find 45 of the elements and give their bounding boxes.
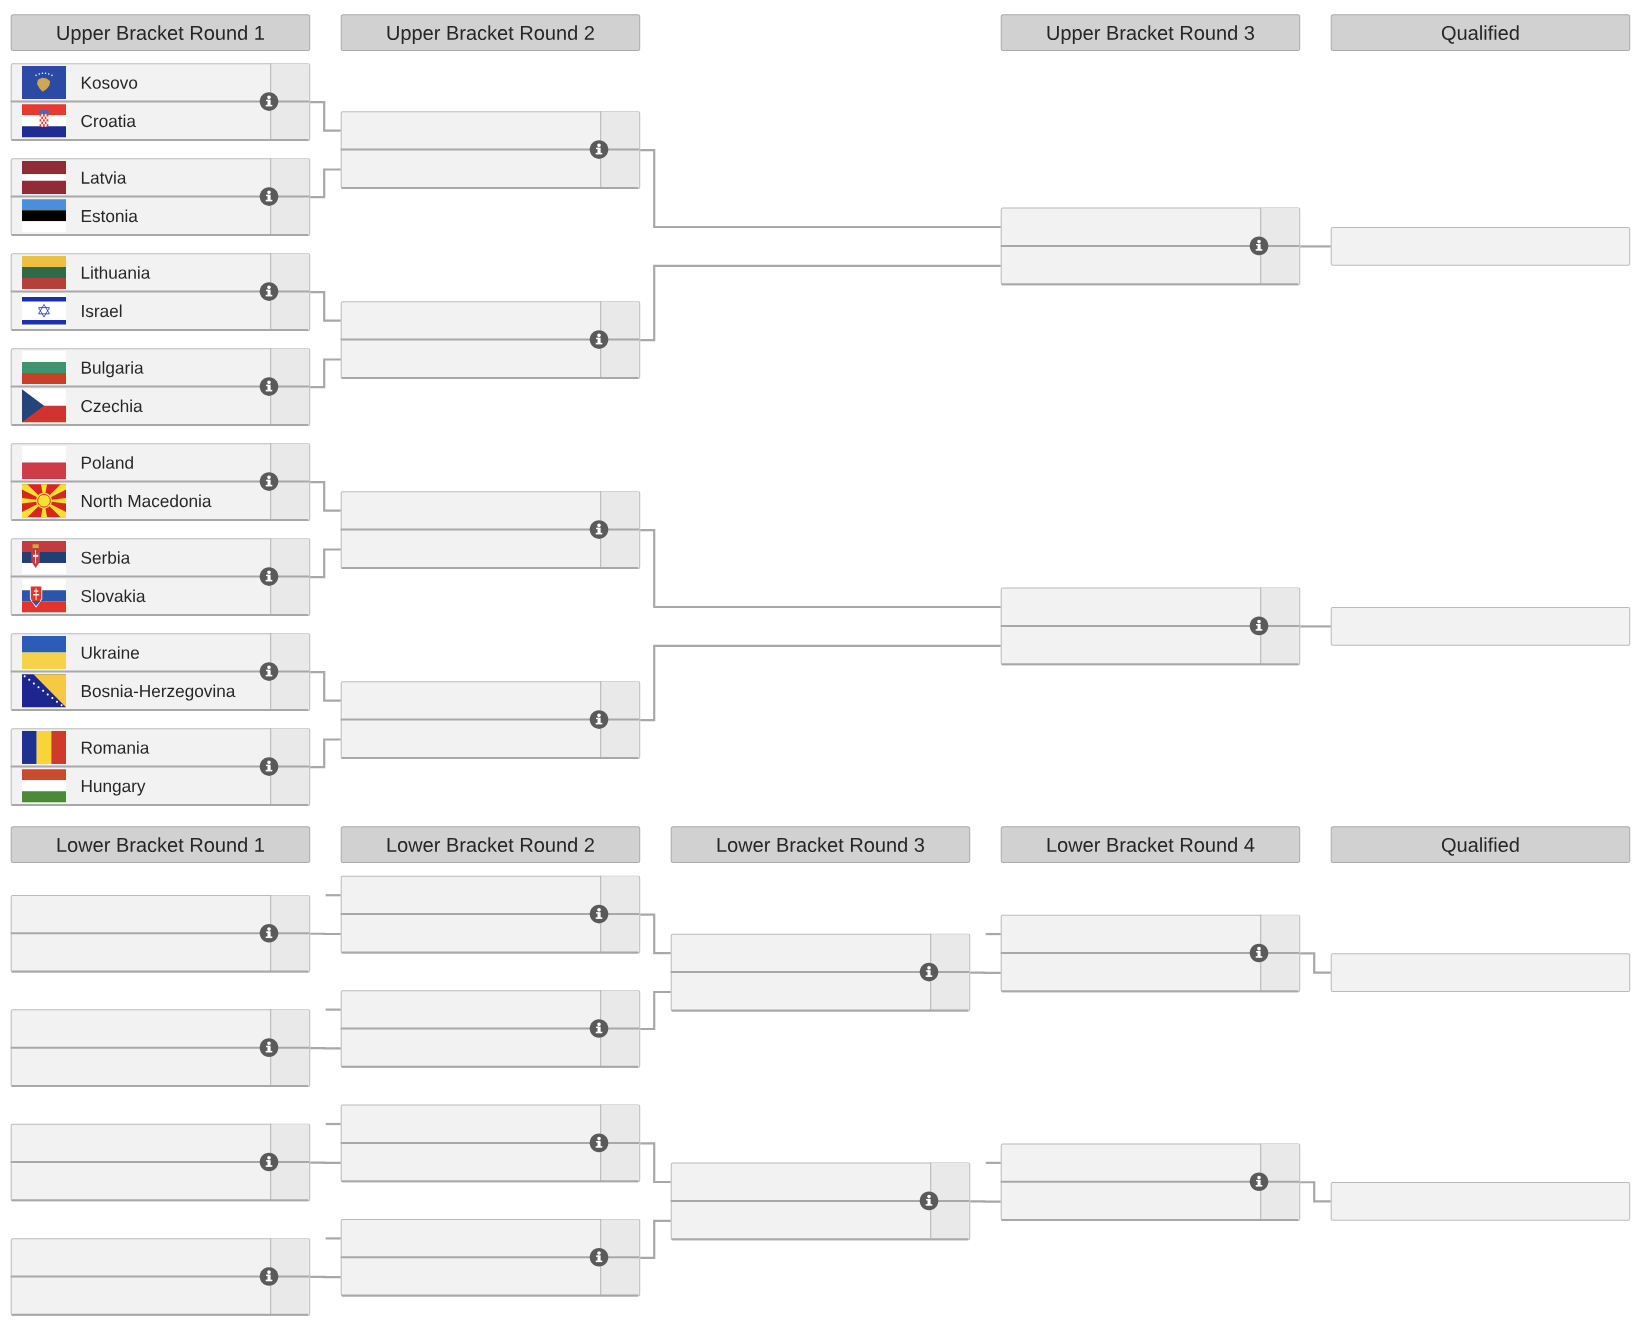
connector-line [325, 1122, 341, 1126]
connector-line [310, 358, 341, 389]
connector-line [310, 738, 341, 769]
column-header: Lower Bracket Round 4 [1000, 826, 1301, 864]
qualified-slot [1330, 607, 1631, 646]
connector-line [640, 1142, 671, 1184]
connector-line [1300, 245, 1331, 248]
connector-line [310, 101, 341, 132]
connector-line [640, 1219, 671, 1259]
column-header: Upper Bracket Round 3 [1000, 14, 1301, 52]
connector-line [1300, 1181, 1331, 1203]
connector-line [1300, 952, 1331, 974]
connector-line [970, 971, 1001, 974]
qualified-slot [1330, 1182, 1631, 1221]
connector-line [640, 264, 1001, 342]
column-header: Lower Bracket Round 2 [340, 826, 641, 864]
connector-line [325, 1237, 341, 1240]
connector-line [325, 1008, 341, 1011]
column-header: Lower Bracket Round 3 [670, 826, 971, 864]
qualified-slot [1330, 953, 1631, 992]
connector-line [310, 671, 341, 702]
connector-line [310, 1047, 341, 1050]
column-header: Qualified [1330, 14, 1631, 52]
connector-line [640, 644, 1001, 722]
column-header: Upper Bracket Round 1 [10, 14, 311, 52]
connector-line [310, 168, 341, 199]
connector-line [985, 932, 1001, 936]
connector-line [310, 1275, 341, 1279]
connector-line [310, 1161, 341, 1164]
connector-line [970, 1200, 1001, 1203]
connector-line [640, 913, 671, 955]
connector-line [640, 149, 1001, 229]
column-header: Upper Bracket Round 2 [340, 14, 641, 52]
connector-line [1300, 625, 1331, 628]
connector-line [640, 990, 671, 1031]
connector-line [310, 548, 341, 579]
connector-line [325, 894, 341, 897]
connector-line [310, 932, 341, 936]
qualified-slot [1330, 227, 1631, 266]
connector-line [640, 529, 1001, 609]
column-header: Qualified [1330, 826, 1631, 864]
connector-line [985, 1161, 1001, 1164]
column-header: Lower Bracket Round 1 [10, 826, 311, 864]
connector-line [310, 481, 341, 512]
connector-line [310, 291, 341, 322]
